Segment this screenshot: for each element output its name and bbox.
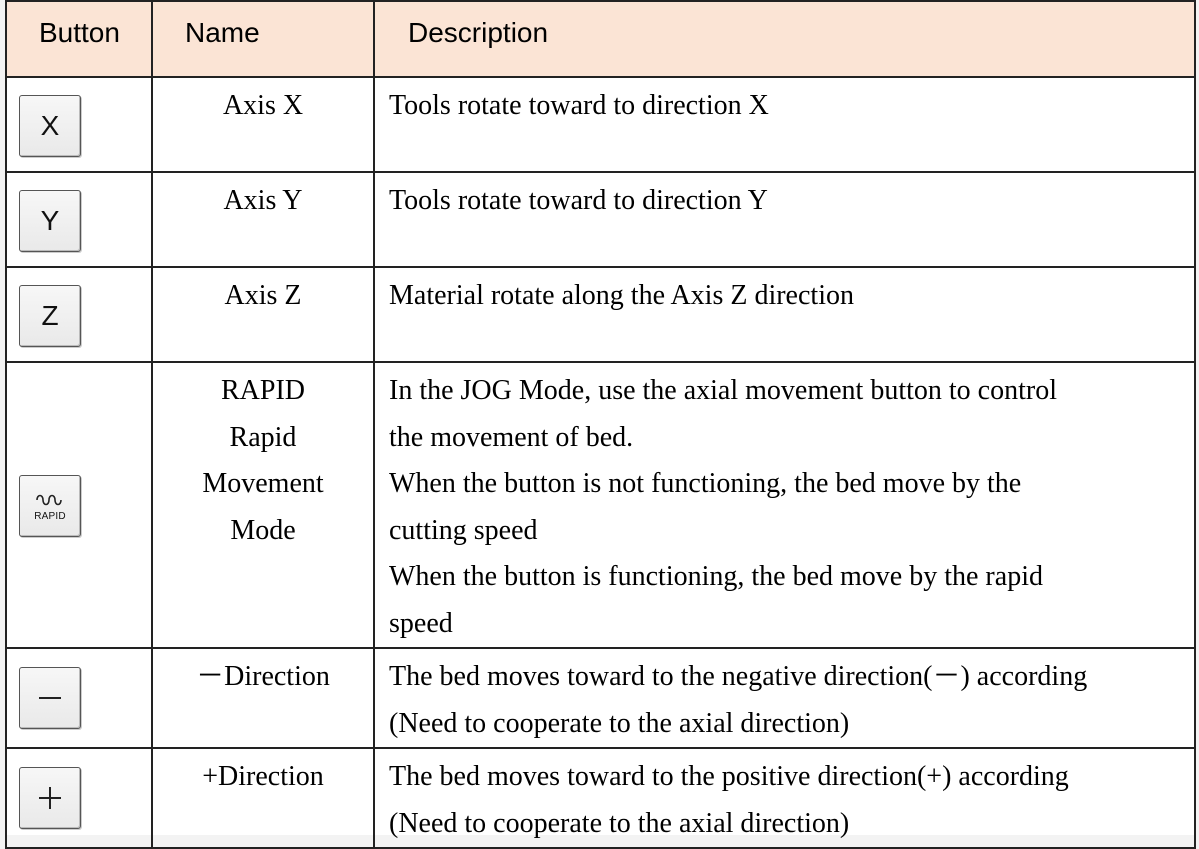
button-cell (5, 747, 153, 849)
description-line: cutting speed (389, 514, 538, 546)
button-cell (5, 647, 153, 749)
minus-direction-key[interactable] (19, 667, 81, 729)
description-line: Tools rotate toward to direction X (389, 90, 769, 121)
button-cell: RAPID (5, 361, 153, 649)
button-cell: Y (5, 171, 153, 268)
table-row: RAPID RAPID Rapid Movement Mode In the J… (5, 361, 1196, 649)
minus-icon (39, 697, 61, 699)
name-line: +Direction (202, 761, 324, 792)
description-line: speed (389, 607, 453, 639)
description-cell: Material rotate along the Axis Z directi… (373, 266, 1196, 363)
table-row: －Direction The bed moves toward to the n… (5, 647, 1196, 749)
name-cell: Axis Y (151, 171, 375, 268)
description-line: Tools rotate toward to direction Y (389, 185, 768, 216)
description-line: The bed moves toward to the positive dir… (389, 761, 1069, 792)
name-cell: Axis Z (151, 266, 375, 363)
description-line: (Need to cooperate to the axial directio… (389, 807, 850, 839)
button-cell: X (5, 76, 153, 173)
description-line: When the button is not functioning, the … (389, 468, 1022, 499)
header-row: Button Name Description (5, 0, 1196, 78)
x-axis-key[interactable]: X (19, 95, 81, 157)
name-cell: Axis X (151, 76, 375, 173)
table-row: Y Axis Y Tools rotate toward to directio… (5, 171, 1196, 268)
description-cell: Tools rotate toward to direction X (373, 76, 1196, 173)
description-cell: In the JOG Mode, use the axial movement … (373, 361, 1196, 649)
plus-icon (39, 787, 61, 809)
description-line: the movement of bed. (389, 421, 634, 453)
name-line: Axis X (222, 90, 304, 121)
table-row: X Axis X Tools rotate toward to directio… (5, 76, 1196, 173)
rapid-key[interactable]: RAPID (19, 475, 81, 537)
description-cell: Tools rotate toward to direction Y (373, 171, 1196, 268)
header-name: Name (151, 0, 375, 78)
name-line: Movement (202, 468, 324, 499)
name-line: Rapid (229, 421, 297, 453)
name-cell: RAPID Rapid Movement Mode (151, 361, 375, 649)
table-row: +Direction The bed moves toward to the p… (5, 747, 1196, 849)
name-line: RAPID (220, 375, 305, 406)
name-line: －Direction (196, 661, 330, 692)
description-cell: The bed moves toward to the negative dir… (373, 647, 1196, 749)
header-description: Description (373, 0, 1196, 78)
description-line: The bed moves toward to the negative dir… (389, 661, 1088, 692)
name-cell: －Direction (151, 647, 375, 749)
name-line: Axis Z (224, 280, 302, 311)
function-table-container: Button Name Description X Axis X Tools r… (5, 0, 1196, 849)
name-cell: +Direction (151, 747, 375, 849)
table-row: Z Axis Z Material rotate along the Axis … (5, 266, 1196, 363)
rapid-key-label: RAPID (34, 510, 66, 522)
description-cell: The bed moves toward to the positive dir… (373, 747, 1196, 849)
description-line: In the JOG Mode, use the axial movement … (389, 375, 1057, 406)
y-axis-key[interactable]: Y (19, 190, 81, 252)
name-line: Axis Y (223, 185, 303, 216)
z-axis-key[interactable]: Z (19, 285, 81, 347)
button-function-table: Button Name Description X Axis X Tools r… (5, 0, 1196, 849)
header-button: Button (5, 0, 153, 78)
name-line: Mode (230, 514, 296, 546)
plus-direction-key[interactable] (19, 767, 81, 829)
rapid-wave-icon (36, 494, 62, 505)
description-line: When the button is functioning, the bed … (389, 561, 1043, 592)
description-line: Material rotate along the Axis Z directi… (389, 280, 854, 311)
description-line: (Need to cooperate to the axial directio… (389, 707, 850, 739)
button-cell: Z (5, 266, 153, 363)
